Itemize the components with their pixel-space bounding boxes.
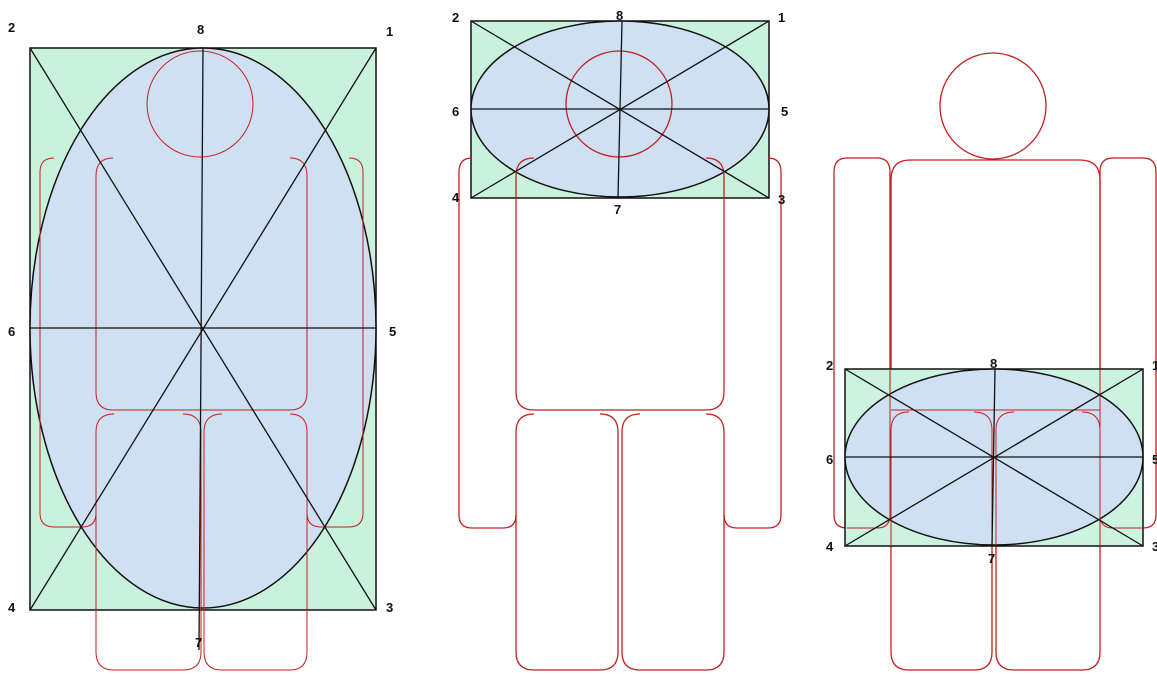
point-label-3: 3 <box>778 192 785 207</box>
panel-full-body: 1 2 3 4 5 6 7 8 <box>8 20 396 671</box>
figure-torso <box>515 157 725 411</box>
human-figure-3-overlay <box>847 369 1143 546</box>
point-label-2: 2 <box>452 10 459 25</box>
point-label-5: 5 <box>389 324 396 339</box>
construction-lines-1 <box>29 47 377 651</box>
point-label-3: 3 <box>1152 539 1157 554</box>
figure-right-leg <box>203 413 308 671</box>
construction-lines-2 <box>470 20 770 199</box>
point-label-1: 1 <box>778 10 785 25</box>
figure-left-arm <box>39 157 97 528</box>
figure-left-leg <box>515 413 619 671</box>
point-label-3: 3 <box>386 600 393 615</box>
panel-upper-body: 1 2 3 4 5 6 7 8 <box>452 8 788 671</box>
point-label-4: 4 <box>8 600 16 615</box>
point-label-8: 8 <box>616 8 623 23</box>
point-label-4: 4 <box>452 190 460 205</box>
construction-lines-3 <box>844 368 1144 547</box>
point-label-2: 2 <box>826 358 833 373</box>
point-label-5: 5 <box>781 104 788 119</box>
point-label-1: 1 <box>386 24 393 39</box>
point-label-1: 1 <box>1152 358 1157 373</box>
point-label-7: 7 <box>614 202 621 217</box>
figure-right-leg <box>621 413 725 671</box>
point-label-2: 2 <box>8 20 15 35</box>
point-label-7: 7 <box>988 551 995 566</box>
figure-left-arm <box>458 157 517 529</box>
point-label-6: 6 <box>452 104 459 119</box>
figure-head <box>146 50 254 158</box>
figure-torso <box>95 157 308 411</box>
point-label-4: 4 <box>826 539 834 554</box>
point-label-5: 5 <box>1152 452 1157 467</box>
point-label-8: 8 <box>197 22 204 37</box>
figure-right-arm <box>723 157 782 529</box>
panel-lower-body: 1 2 3 4 5 6 7 8 <box>826 52 1157 671</box>
point-label-7: 7 <box>195 635 202 650</box>
figure-right-arm <box>306 157 364 528</box>
point-label-8: 8 <box>990 356 997 371</box>
figure-head <box>939 52 1047 160</box>
point-label-6: 6 <box>826 452 833 467</box>
point-label-6: 6 <box>8 324 15 339</box>
